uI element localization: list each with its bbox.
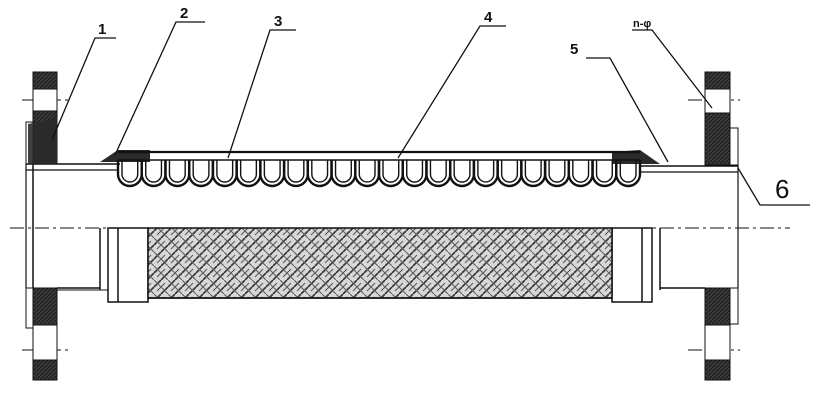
convolution-inner bbox=[406, 160, 424, 183]
callout-3: 3 bbox=[274, 13, 282, 30]
right-flange bbox=[704, 71, 739, 381]
convolution-inner bbox=[192, 160, 210, 183]
convolution-inner bbox=[121, 160, 139, 183]
callout-6: 6 bbox=[775, 174, 789, 204]
weld-left bbox=[28, 118, 150, 164]
callout-1: 1 bbox=[98, 21, 106, 38]
convolution-inner bbox=[572, 160, 590, 183]
convolution-inner bbox=[287, 160, 305, 183]
convolution-inner bbox=[168, 160, 186, 183]
convolution-inner bbox=[216, 160, 234, 183]
convolution-inner bbox=[263, 160, 281, 183]
convolution-inner bbox=[453, 160, 471, 183]
left-flange bbox=[25, 71, 58, 381]
callout-n-phi: n-φ bbox=[633, 18, 651, 30]
callout-4: 4 bbox=[484, 9, 493, 26]
wire-braid-section bbox=[147, 227, 613, 299]
convolution-inner bbox=[500, 160, 519, 183]
convolution-inner bbox=[619, 160, 637, 183]
bellows-convolutions bbox=[116, 159, 642, 188]
convolution-inner bbox=[311, 160, 329, 183]
callout-5: 5 bbox=[570, 41, 578, 58]
convolution-inner bbox=[239, 160, 258, 183]
centerlines bbox=[10, 99, 790, 351]
leader-lines bbox=[51, 21, 810, 206]
end-sleeves bbox=[107, 227, 653, 303]
convolution-inner bbox=[429, 160, 447, 183]
convolution-inner bbox=[334, 160, 352, 183]
convolution-inner bbox=[548, 160, 566, 183]
convolution bbox=[615, 160, 642, 188]
convolution-inner bbox=[145, 160, 163, 183]
convolution-inner bbox=[524, 160, 542, 183]
convolution-inner bbox=[382, 160, 400, 183]
convolution-inner bbox=[595, 160, 613, 183]
convolution-inner bbox=[477, 160, 495, 183]
convolution-inner bbox=[358, 160, 376, 183]
callout-2: 2 bbox=[180, 5, 188, 22]
